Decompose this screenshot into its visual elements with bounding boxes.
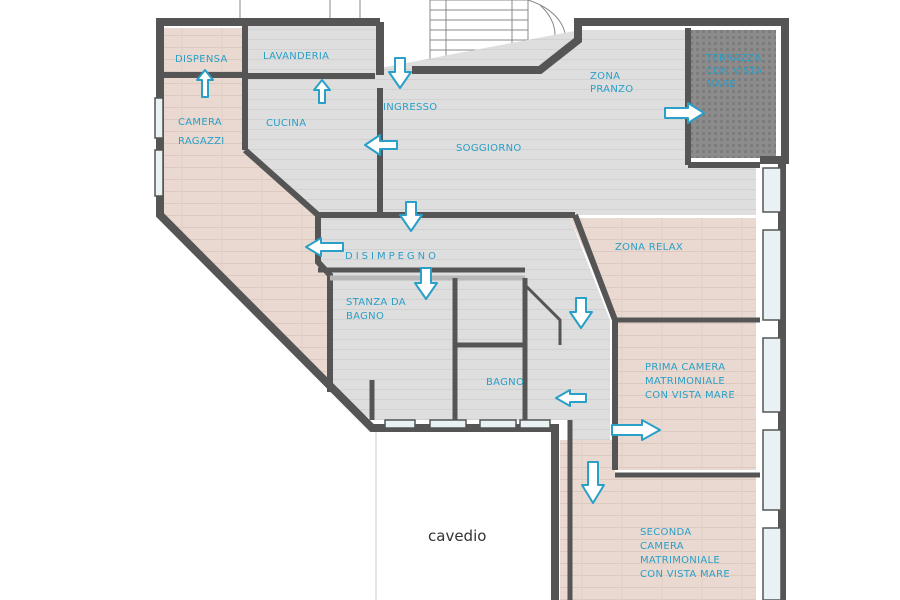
label-terrazza-2: CON VISTA <box>706 66 763 77</box>
label-prima-camera-1: PRIMA CAMERA <box>645 362 725 373</box>
label-terrazza-1: TERRAZZA <box>705 53 762 64</box>
floor-soggiorno <box>380 30 756 215</box>
floor-seconda-camera <box>560 440 756 600</box>
label-camera-ragazzi-1: CAMERA <box>178 117 222 128</box>
arrow-right-prima-camera-icon <box>611 419 661 441</box>
arrows <box>196 57 705 504</box>
label-zona-relax: ZONA RELAX <box>615 242 683 253</box>
label-terrazza-3: MARE <box>706 79 736 90</box>
label-seconda-camera-3: MATRIMONIALE <box>640 555 720 566</box>
arrow-right-terrazza-icon <box>664 102 705 124</box>
arrow-down-disimpegno-icon <box>399 201 423 232</box>
label-zona-pranzo-1: ZONA <box>590 71 620 82</box>
label-prima-camera-3: CON VISTA MARE <box>645 390 735 401</box>
floor-terrazza <box>690 30 776 158</box>
arrow-down-ingresso-icon <box>388 57 412 89</box>
floor-camera-ragazzi <box>160 28 372 425</box>
label-cavedio: cavedio <box>428 527 486 545</box>
label-soggiorno: SOGGIORNO <box>456 143 522 154</box>
label-cucina: CUCINA <box>266 118 306 129</box>
walls <box>156 18 789 600</box>
label-camera-ragazzi-2: RAGAZZI <box>178 136 225 147</box>
floors <box>160 25 776 600</box>
room-labels: DISPENSA LAVANDERIA INGRESSO ZONA PRANZO… <box>175 51 763 580</box>
arrow-down-corridor-icon <box>569 297 593 329</box>
arrow-up-dispensa-icon <box>196 69 214 98</box>
label-seconda-camera-1: SECONDA <box>640 527 691 538</box>
floor-zona-relax <box>570 218 756 320</box>
label-ingresso: INGRESSO <box>383 102 437 113</box>
label-stanza-bagno-2: BAGNO <box>346 311 384 322</box>
label-prima-camera-2: MATRIMONIALE <box>645 376 725 387</box>
floor-stanza-bagno <box>330 270 525 420</box>
label-lavanderia: LAVANDERIA <box>263 51 329 62</box>
label-seconda-camera-2: CAMERA <box>640 541 684 552</box>
arrow-left-camera-icon <box>305 237 344 257</box>
windows <box>154 97 782 600</box>
label-disimpegno: DISIMPEGNO <box>345 251 439 262</box>
label-zona-pranzo-2: PRANZO <box>590 84 633 95</box>
floor-disimpegno <box>318 218 610 440</box>
label-bagno: BAGNO <box>486 377 524 388</box>
arrow-left-cucina-icon <box>364 134 398 156</box>
floor-cucina <box>245 25 380 215</box>
label-seconda-camera-4: CON VISTA MARE <box>640 569 730 580</box>
arrow-left-bagno-icon <box>555 389 587 407</box>
arrow-down-seconda-icon <box>581 461 605 504</box>
label-stanza-bagno-1: STANZA DA <box>346 297 406 308</box>
arrow-down-stanza-bagno-icon <box>414 267 438 300</box>
label-dispensa: DISPENSA <box>175 54 228 65</box>
arrow-up-lavanderia-icon <box>313 79 331 104</box>
floor-prima-camera <box>615 320 756 470</box>
